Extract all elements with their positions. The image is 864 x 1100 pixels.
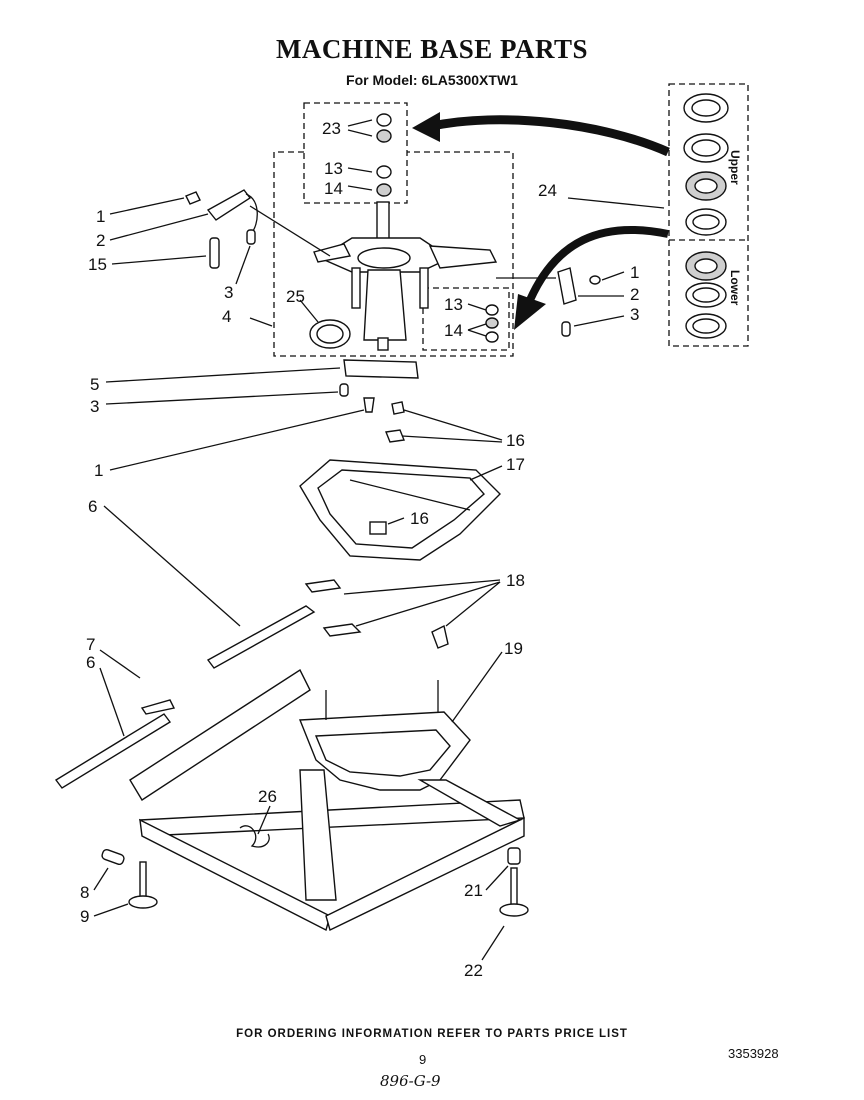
callout-16: 16 [410,509,429,528]
callout-7: 7 [86,635,95,654]
reinforcement-bars [54,605,316,789]
callout-2: 2 [96,231,105,250]
callout-4: 4 [222,307,231,326]
pads [385,401,405,443]
ordering-note: FOR ORDERING INFORMATION REFER TO PARTS … [236,1028,628,1040]
callout-21: 21 [464,881,483,900]
document-number: 3353928 [728,1046,779,1061]
tub-seal [309,319,351,349]
seal-kit-lower [685,251,727,339]
curved-arrow-upper [431,115,670,157]
callout-13: 13 [444,295,463,314]
callout-23: 23 [322,119,341,138]
page-title: MACHINE BASE PARTS [275,34,589,64]
callout-2: 2 [630,285,639,304]
drive-bracket [339,359,419,413]
seal-kit-lower-label: Lower [728,270,742,306]
callout-22: 22 [464,961,483,980]
seal-kit-upper [683,93,729,236]
left-leveling-leg [101,848,158,909]
callout-3: 3 [90,397,99,416]
bearing-kit-box-side [422,287,510,351]
callout-5: 5 [90,375,99,394]
callout-labels: 23 13 14 1 2 15 3 4 25 24 1 2 3 13 14 5 … [80,119,639,980]
callout-19: 19 [504,639,523,658]
leader-lines [93,119,665,961]
handwritten-note: 896-G-9 [380,1072,441,1090]
left-bracket-hardware [185,189,258,269]
gearcase-bearings [376,113,392,197]
page-number: 9 [419,1052,427,1067]
gearcase-assembly-box [273,151,514,357]
callout-3: 3 [630,305,639,324]
machine-base-frame [129,668,525,932]
bearing-kit-box-top [303,102,408,204]
callout-25: 25 [286,287,305,306]
callout-13: 13 [324,159,343,178]
model-number: For Model: 6LA5300XTW1 [346,72,518,88]
callout-14: 14 [444,321,463,340]
right-leveling-leg [499,847,529,917]
callout-9: 9 [80,907,89,926]
callout-16: 16 [506,431,525,450]
callout-18: 18 [506,571,525,590]
seal-kit-upper-label: Upper [728,150,742,185]
damper-pads [304,579,449,649]
callout-14: 14 [324,179,343,198]
side-bearings [485,304,499,343]
callout-6: 6 [88,497,97,516]
callout-17: 17 [506,455,525,474]
seal-kit-box [668,83,749,347]
callout-6: 6 [86,653,95,672]
callout-1: 1 [630,263,639,282]
clip [239,825,270,848]
callout-24: 24 [538,181,557,200]
base-plate [299,459,501,561]
callout-26: 26 [258,787,277,806]
callout-3: 3 [224,283,233,302]
right-bracket-hardware [557,267,601,337]
callout-15: 15 [88,255,107,274]
curved-arrow-lower [526,225,669,302]
callout-8: 8 [80,883,89,902]
gearcase-assembly [313,201,498,351]
callout-1: 1 [94,461,103,480]
callout-1: 1 [96,207,105,226]
